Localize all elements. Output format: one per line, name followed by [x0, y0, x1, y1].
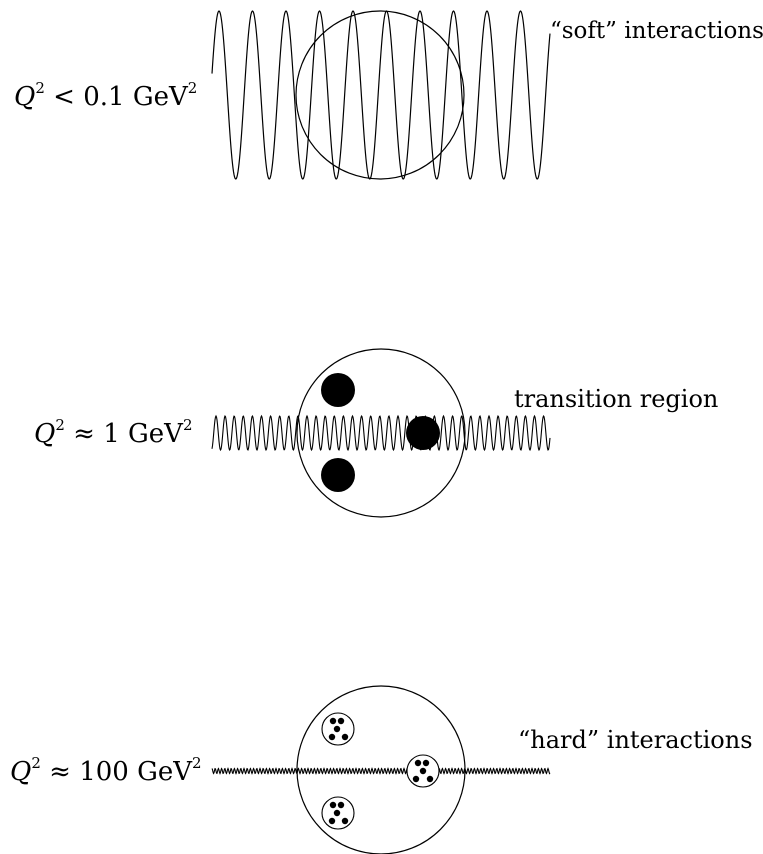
unit: GeV — [132, 82, 188, 112]
proton-circle — [296, 348, 466, 518]
constituent-quark — [406, 416, 440, 450]
unit-exponent: 2 — [192, 754, 202, 772]
parton-dot — [329, 717, 337, 725]
q-exponent: 2 — [31, 754, 41, 772]
resolved-quark-cluster — [321, 796, 355, 830]
q2-value: 1 — [103, 419, 120, 449]
constituent-quark — [321, 458, 355, 492]
resolved-quark-cluster — [406, 754, 440, 788]
photon-wave-long-wavelength — [211, 10, 551, 180]
photon-wave-medium-wavelength — [211, 414, 551, 452]
q2-value: 0.1 — [83, 82, 125, 112]
panel-hard — [211, 685, 551, 854]
parton-dot — [412, 775, 420, 783]
hard-interactions-label: “hard” interactions — [518, 726, 753, 754]
relation-symbol: < — [53, 82, 75, 112]
unit: GeV — [137, 757, 193, 787]
parton-dot — [329, 801, 337, 809]
proton-circle — [296, 685, 466, 854]
parton-dot — [333, 725, 341, 733]
parton-dot — [341, 733, 349, 741]
relation-symbol: ≈ — [73, 419, 95, 449]
resolved-quark-cluster — [321, 712, 355, 746]
parton-dot — [422, 759, 430, 767]
soft-interactions-label: “soft” interactions — [550, 18, 763, 44]
parton-dot — [333, 809, 341, 817]
parton-dot — [414, 759, 422, 767]
parton-dot — [419, 767, 427, 775]
q2-label-soft: Q2 < 0.1 GeV2 — [14, 81, 197, 112]
parton-dot — [426, 775, 434, 783]
q-exponent: 2 — [35, 79, 45, 97]
q-symbol: Q — [10, 757, 32, 787]
q-symbol: Q — [34, 419, 56, 449]
unit-exponent: 2 — [187, 79, 198, 97]
parton-dot — [328, 733, 336, 741]
unit-exponent: 2 — [182, 416, 193, 434]
parton-dot — [337, 717, 345, 725]
q-exponent: 2 — [55, 416, 65, 434]
q2-label-hard: Q2 ≈ 100 GeV2 — [10, 756, 202, 787]
panel-soft — [211, 10, 551, 180]
constituent-quark — [321, 373, 355, 407]
parton-dot — [328, 817, 336, 825]
photon-wave-short-wavelength — [211, 767, 551, 775]
panel-transition — [211, 348, 551, 518]
q-symbol: Q — [14, 82, 36, 112]
proton-circle — [295, 10, 465, 180]
relation-symbol: ≈ — [49, 757, 71, 787]
unit: GeV — [128, 419, 183, 449]
parton-dot — [341, 817, 349, 825]
parton-dot — [337, 801, 345, 809]
transition-region-label: transition region — [514, 385, 719, 413]
q2-value: 100 — [79, 757, 129, 787]
q2-label-transition: Q2 ≈ 1 GeV2 — [34, 418, 193, 449]
